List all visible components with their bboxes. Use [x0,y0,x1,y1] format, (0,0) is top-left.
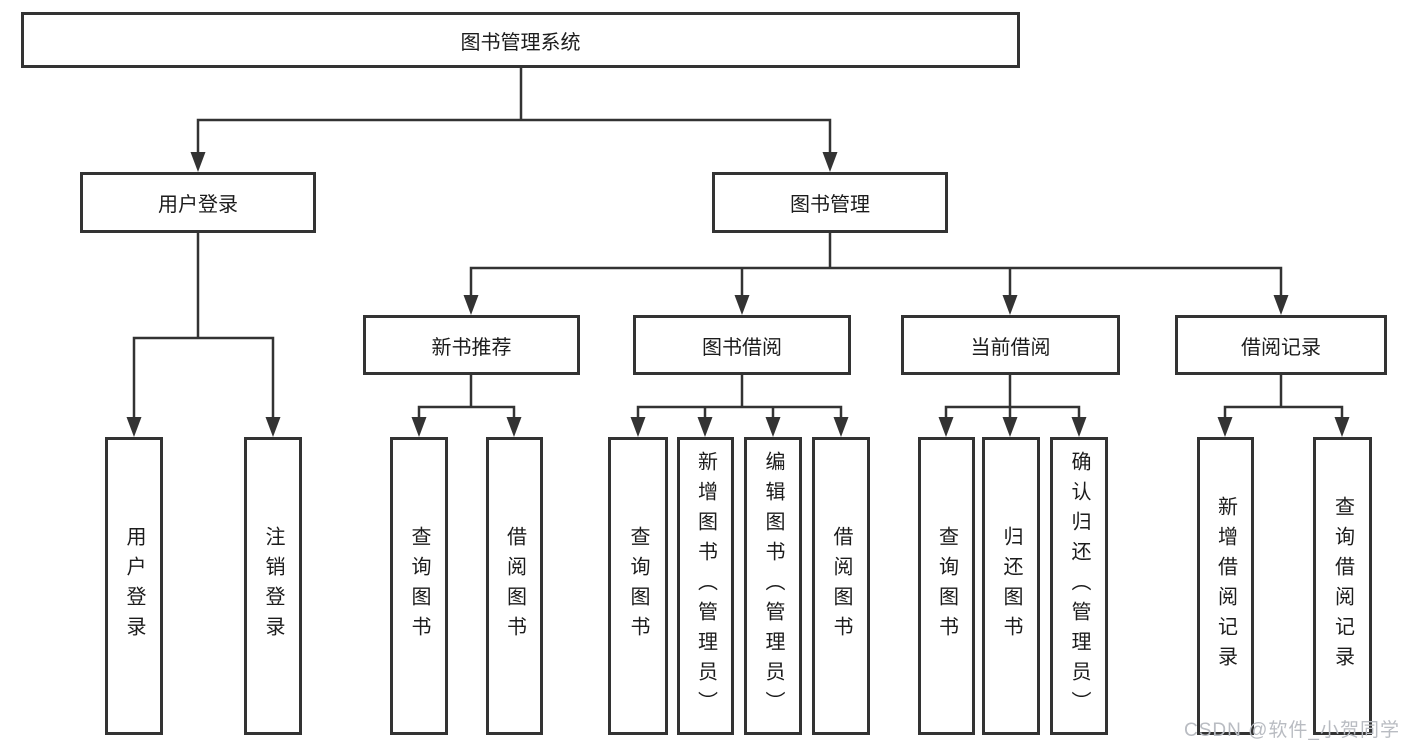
connector-segments [132,66,1344,420]
leaf-records-add-borrow-record-label: 新增借阅记录 [1214,496,1237,676]
leaf-borrowing-query-books: 查询图书 [608,437,668,735]
node-current-borrowing: 当前借阅 [901,315,1120,375]
leaf-recommend-borrow-books-label: 借阅图书 [503,526,526,646]
leaf-current-query-books: 查询图书 [918,437,975,735]
leaf-borrowing-borrow-books: 借阅图书 [812,437,870,735]
node-library-management-system: 图书管理系统 [21,12,1020,68]
node-book-borrowing: 图书借阅 [633,315,851,375]
node-borrowing-records: 借阅记录 [1175,315,1387,375]
leaf-borrowing-borrow-books-label: 借阅图书 [830,526,852,646]
leaf-records-add-borrow-record: 新增借阅记录 [1197,437,1254,735]
leaf-current-query-books-label: 查询图书 [935,526,958,646]
leaf-current-return-books: 归还图书 [982,437,1040,735]
leaf-current-confirm-return-admin-label: 确认归还（管理员） [1068,451,1090,721]
node-book-management: 图书管理 [712,172,948,233]
leaf-current-return-books-label: 归还图书 [1000,526,1022,646]
leaf-logout-login-label: 注销登录 [262,526,284,646]
csdn-watermark: CSDN @软件_小贺同学 [1184,720,1400,741]
node-new-book-recommendation: 新书推荐 [363,315,580,375]
leaf-borrowing-add-books-admin: 新增图书（管理员） [677,437,734,735]
leaf-user-login-label: 用户登录 [123,526,145,646]
node-user-login: 用户登录 [80,172,316,233]
leaf-borrowing-edit-books-admin-label: 编辑图书（管理员） [762,451,784,721]
leaf-records-query-borrow-record-label: 查询借阅记录 [1331,496,1354,676]
leaf-borrowing-edit-books-admin: 编辑图书（管理员） [744,437,802,735]
leaf-borrowing-add-books-admin-label: 新增图书（管理员） [694,451,717,721]
leaf-recommend-borrow-books: 借阅图书 [486,437,543,735]
leaf-logout-login: 注销登录 [244,437,302,735]
leaf-user-login: 用户登录 [105,437,163,735]
leaf-recommend-query-books: 查询图书 [390,437,448,735]
leaf-recommend-query-books-label: 查询图书 [408,526,430,646]
leaf-current-confirm-return-admin: 确认归还（管理员） [1050,437,1108,735]
leaf-records-query-borrow-record: 查询借阅记录 [1313,437,1372,735]
leaf-borrowing-query-books-label: 查询图书 [627,526,649,646]
